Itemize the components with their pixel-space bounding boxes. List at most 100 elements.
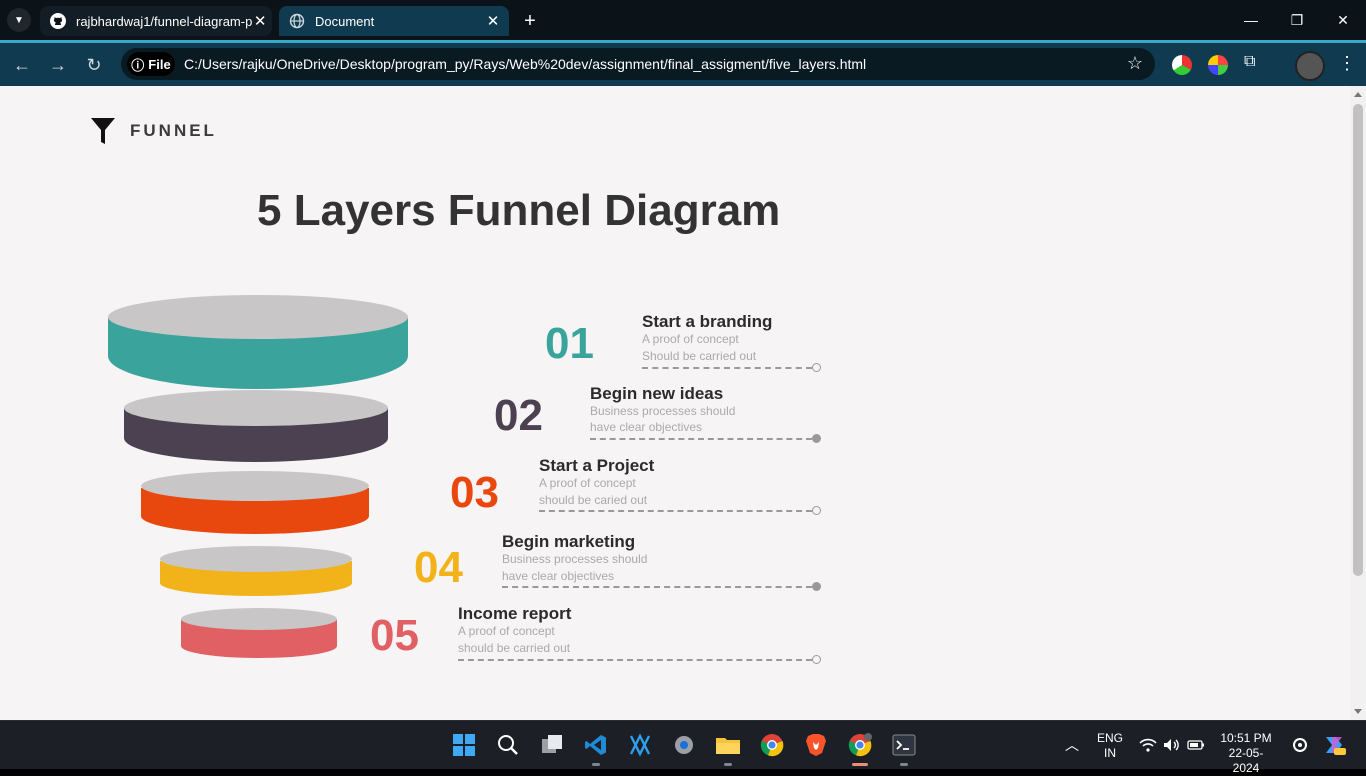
- connector-dot: [812, 506, 821, 515]
- layer-desc-line-2: should be caried out: [539, 493, 648, 507]
- start-windows-icon[interactable]: [450, 731, 478, 759]
- dashed-connector: [502, 586, 812, 588]
- scroll-up-icon[interactable]: [1354, 92, 1362, 97]
- region-code: IN: [1104, 746, 1116, 760]
- settings-gear-icon[interactable]: [670, 731, 698, 759]
- clock-date: 22-05-2024: [1228, 746, 1264, 775]
- layer-desc-line-1: Business processes should: [502, 552, 648, 566]
- chevron-down-icon: ▼: [14, 14, 24, 26]
- layer-title: Begin new ideas: [590, 384, 724, 403]
- connector-dot: [812, 363, 821, 372]
- layer-desc-line-2: should be carried out: [458, 641, 571, 655]
- file-explorer-icon[interactable]: [714, 731, 742, 759]
- extension-color-icon[interactable]: [1172, 55, 1192, 75]
- scrollbar-thumb[interactable]: [1353, 104, 1363, 576]
- running-indicator: [724, 763, 732, 766]
- copilot-icon[interactable]: [1320, 731, 1348, 759]
- running-indicator: [900, 763, 908, 766]
- language-indicator[interactable]: ENG IN: [1094, 731, 1126, 761]
- back-button[interactable]: ←: [9, 52, 35, 78]
- scroll-down-icon[interactable]: [1354, 709, 1362, 714]
- dashed-connector: [642, 367, 812, 369]
- layer-desc-line-1: Business processes should: [590, 404, 736, 418]
- layer-number: 04: [414, 543, 463, 592]
- site-info-chip[interactable]: ⓘ File: [127, 52, 175, 76]
- funnel-graphic: [108, 295, 408, 596]
- layer-title: Start a Project: [539, 456, 655, 475]
- arrow-left-icon: ←: [13, 54, 31, 75]
- url-text[interactable]: C:/Users/rajku/OneDrive/Desktop/program_…: [184, 56, 867, 72]
- extensions-puzzle-icon[interactable]: ⧉: [1244, 53, 1256, 70]
- funnel-layer-1: [108, 295, 408, 389]
- menu-kebab-icon[interactable]: ⋮: [1338, 53, 1356, 73]
- connector-dot: [812, 582, 821, 591]
- restore-button[interactable]: ❐: [1274, 0, 1320, 40]
- chrome-profile-icon[interactable]: [846, 731, 874, 759]
- notification-settings-icon[interactable]: [1286, 731, 1314, 759]
- chevron-up-icon[interactable]: ︿: [1065, 737, 1079, 753]
- close-window-button[interactable]: ✕: [1320, 0, 1366, 40]
- close-icon: ✕: [1337, 11, 1349, 28]
- funnel-bottom-layer: [181, 608, 337, 658]
- running-indicator: [592, 763, 600, 766]
- extension-palette-icon[interactable]: [1208, 55, 1228, 75]
- plus-icon: +: [524, 9, 536, 32]
- layer-title: Income report: [458, 604, 572, 623]
- brave-icon[interactable]: [802, 731, 830, 759]
- dashed-connector: [590, 438, 812, 440]
- layer-desc-line-2: have clear objectives: [502, 569, 615, 583]
- tab-search-button[interactable]: ▼: [7, 8, 31, 32]
- connector-dot: [812, 434, 821, 443]
- globe-icon: [289, 13, 305, 29]
- profile-avatar[interactable]: [1295, 51, 1325, 81]
- volume-icon[interactable]: [1158, 731, 1186, 759]
- browser-toolbar: ← → ↻ ⓘ File C:/Users/rajku/OneDrive/Des…: [0, 43, 1366, 86]
- layer-title: Begin marketing: [502, 532, 636, 551]
- clock[interactable]: 10:51 PM 22-05-2024: [1216, 731, 1276, 776]
- info-icon: ⓘ: [131, 57, 145, 73]
- task-view-icon[interactable]: [538, 731, 566, 759]
- funnel-layer-3: [141, 471, 369, 534]
- forward-button[interactable]: →: [45, 52, 71, 78]
- close-icon[interactable]: ✕: [253, 13, 267, 30]
- layer-desc-line-2: have clear objectives: [590, 420, 703, 434]
- page-viewport: FUNNEL 5 Layers Funnel Diagram: [0, 86, 1350, 720]
- active-indicator: [852, 763, 868, 766]
- vscode-icon[interactable]: [582, 731, 610, 759]
- address-bar[interactable]: ⓘ File C:/Users/rajku/OneDrive/Desktop/p…: [121, 48, 1155, 80]
- app-code-icon[interactable]: [626, 731, 654, 759]
- layer-desc-line-2: Should be carried out: [642, 349, 757, 363]
- file-chip-label: File: [148, 56, 171, 72]
- page-title: 5 Layers Funnel Diagram: [257, 186, 781, 235]
- wifi-icon[interactable]: [1134, 731, 1162, 759]
- close-icon[interactable]: ✕: [486, 13, 500, 30]
- language-code: ENG: [1096, 731, 1123, 745]
- funnel-logo-icon: [91, 118, 115, 144]
- brand-name: FUNNEL: [130, 121, 217, 140]
- layer-number: 03: [450, 468, 499, 517]
- minimize-icon: —: [1244, 12, 1258, 28]
- windows-taskbar: ︿ ENG IN 10:51 PM 22-05-2024: [0, 720, 1366, 775]
- minimize-button[interactable]: —: [1228, 0, 1274, 40]
- clock-time: 10:51 PM: [1220, 731, 1272, 745]
- tab-underline: [0, 40, 1366, 43]
- restore-icon: ❐: [1290, 11, 1304, 28]
- connector-dot: [812, 655, 821, 664]
- layer-desc-line-1: A proof of concept: [642, 332, 739, 346]
- battery-icon[interactable]: [1182, 731, 1210, 759]
- reload-button[interactable]: ↻: [81, 52, 107, 78]
- new-tab-button[interactable]: +: [517, 8, 543, 34]
- search-icon[interactable]: [494, 731, 522, 759]
- layer-desc-line-1: A proof of concept: [539, 476, 636, 490]
- arrow-right-icon: →: [49, 54, 67, 75]
- bookmark-star-icon[interactable]: ☆: [1126, 53, 1143, 73]
- layer-number: 01: [545, 319, 594, 368]
- layer-title: Start a branding: [642, 312, 773, 331]
- chrome-icon[interactable]: [758, 731, 786, 759]
- tab-github[interactable]: rajbhardwaj1/funnel-diagram-p ✕: [40, 6, 272, 36]
- page-scrollbar[interactable]: [1350, 86, 1366, 720]
- terminal-icon[interactable]: [890, 731, 918, 759]
- layer-number: 02: [494, 391, 543, 440]
- tab-document[interactable]: Document ✕: [279, 6, 509, 36]
- funnel-layer-2: [124, 390, 388, 462]
